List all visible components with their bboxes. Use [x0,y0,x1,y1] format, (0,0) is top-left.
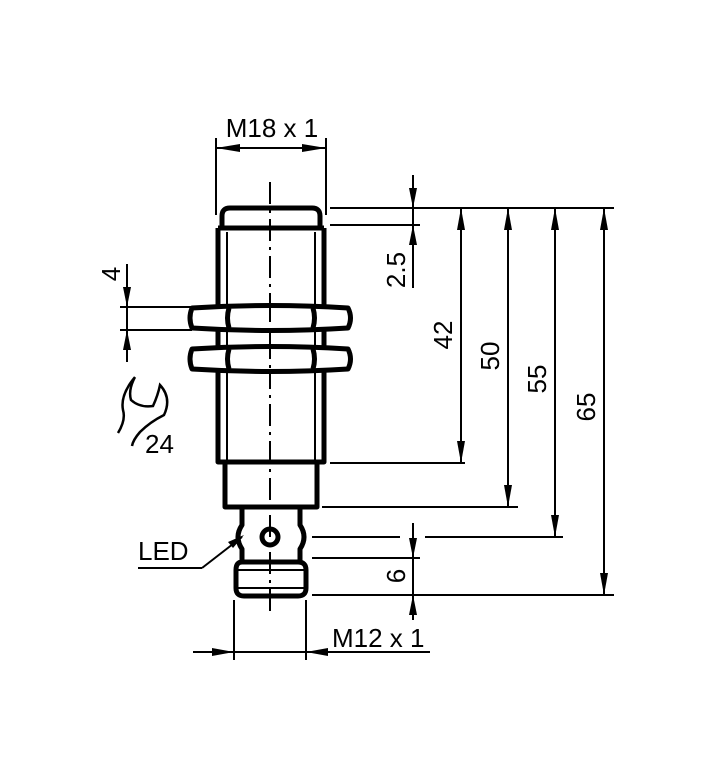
label-dim-50: 50 [475,342,505,371]
label-dim-65: 65 [571,393,601,422]
led-leader [138,535,244,569]
label-dim-4: 4 [96,267,126,281]
label-dim-2-5: 2.5 [381,252,411,288]
led-neck [235,507,307,562]
led-indicator [259,526,281,548]
label-thread-connector: M12 x 1 [332,623,425,653]
label-led: LED [138,536,189,566]
label-wrench-size: 24 [145,429,174,459]
connector-thread [233,559,309,599]
dim-m12 [193,600,430,660]
label-thread-main: M18 x 1 [226,113,319,143]
dim-55 [551,208,559,537]
dim-6 [409,523,417,620]
dim-4 [120,264,192,362]
dim-m18 [215,138,327,215]
dim-50 [504,208,512,507]
label-dim-55: 55 [522,365,552,394]
label-dim-6: 6 [381,569,411,583]
dim-42 [457,208,465,463]
wrench-icon [116,376,169,447]
dim-2-5 [409,175,417,288]
label-dim-42: 42 [428,321,458,350]
sensor-head-cap [219,205,323,228]
lower-sleeve [222,459,320,510]
dim-65 [600,208,608,595]
